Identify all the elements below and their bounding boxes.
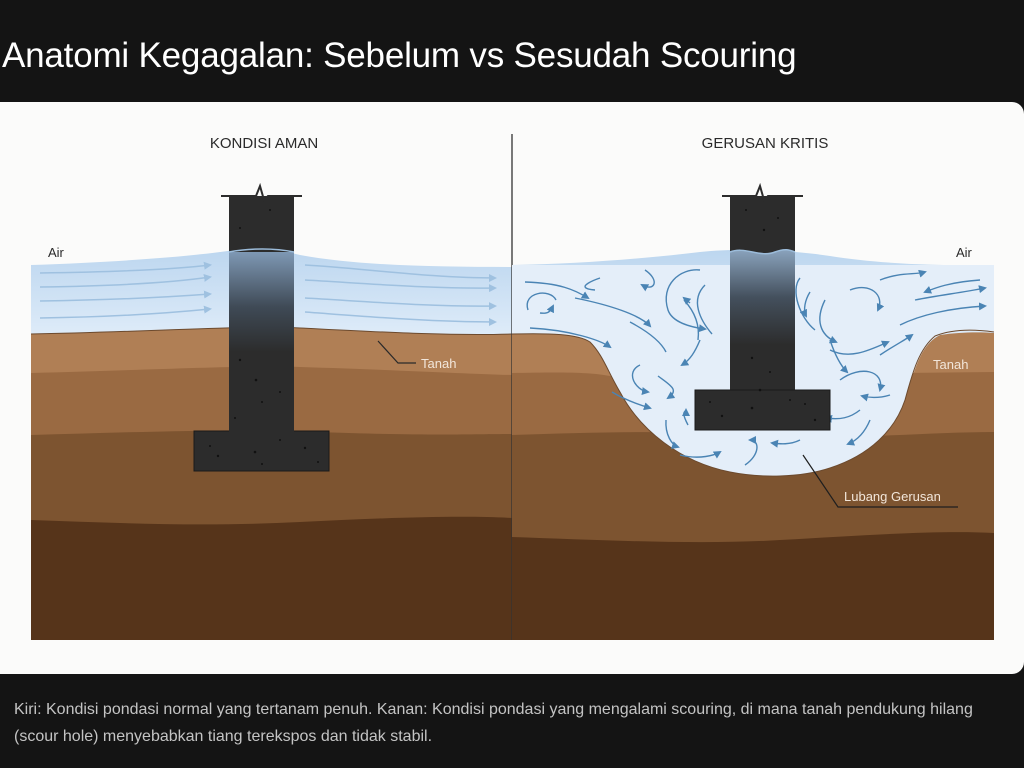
pier-foundation-right [694, 182, 831, 431]
right-panel-critical-scour: GERUSAN KRITIS Air Tanah Lubang Gerusan [512, 135, 994, 640]
left-panel-title: KONDISI AMAN [210, 135, 318, 152]
scour-hole-leader-line [802, 454, 958, 508]
scour-hole-label: Lubang Gerusan [844, 489, 941, 504]
right-panel-title: GERUSAN KRITIS [702, 135, 829, 152]
page-title: Anatomi Kegagalan: Sebelum vs Sesudah Sc… [2, 36, 797, 75]
turbulent-flow-arrows [524, 269, 987, 466]
soil-layer-bottom-right [512, 532, 994, 640]
scour-comparison-diagram: KONDISI AMAN Air Tanah [31, 134, 994, 640]
soil-layer-bottom [31, 516, 512, 640]
figure-caption: Kiri: Kondisi pondasi normal yang tertan… [14, 701, 973, 745]
water-label-left: Air [48, 245, 65, 260]
flow-arrows-left [39, 261, 497, 326]
water-label-right: Air [956, 245, 973, 260]
soil-label-right: Tanah [933, 357, 968, 372]
pier-foundation-left [193, 182, 330, 472]
soil-leader-line-left [377, 340, 416, 364]
left-panel-safe-condition: KONDISI AMAN Air Tanah [31, 135, 512, 640]
diagram-card: KONDISI AMAN Air Tanah [0, 102, 1024, 674]
soil-label-left: Tanah [421, 356, 456, 371]
